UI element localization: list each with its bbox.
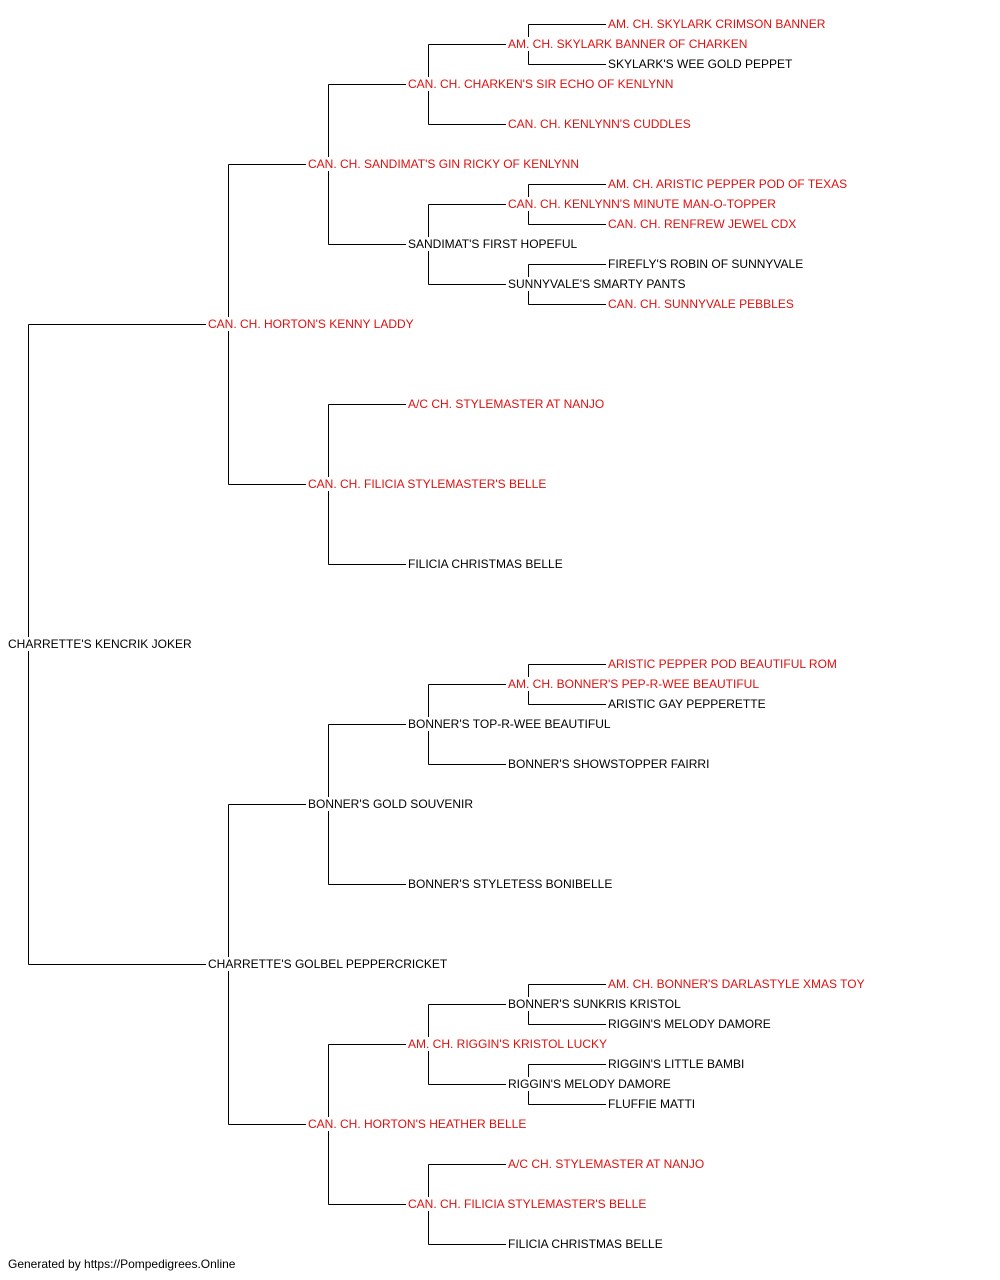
ancestor-name: CAN. CH. SANDIMAT'S GIN RICKY OF KENLYNN xyxy=(306,157,581,171)
ancestor-name: BONNER'S SHOWSTOPPER FAIRRI xyxy=(506,757,712,771)
ancestor-name: AM. CH. SKYLARK CRIMSON BANNER xyxy=(606,17,828,31)
ancestor-name: CAN. CH. KENLYNN'S MINUTE MAN-O-TOPPER xyxy=(506,197,778,211)
ancestor-name: SANDIMAT'S FIRST HOPEFUL xyxy=(406,237,580,251)
ancestor-name: CAN. CH. HORTON'S KENNY LADDY xyxy=(206,317,416,331)
ancestor-name: SUNNYVALE'S SMARTY PANTS xyxy=(506,277,688,291)
ancestor-name: BONNER'S STYLETESS BONIBELLE xyxy=(406,877,615,891)
ancestor-name: AM. CH. RIGGIN'S KRISTOL LUCKY xyxy=(406,1037,609,1051)
ancestor-name: AM. CH. ARISTIC PEPPER POD OF TEXAS xyxy=(606,177,850,191)
ancestor-name: RIGGIN'S MELODY DAMORE xyxy=(506,1077,673,1091)
ancestor-name: CAN. CH. FILICIA STYLEMASTER'S BELLE xyxy=(406,1197,649,1211)
ancestor-name: ARISTIC PEPPER POD BEAUTIFUL ROM xyxy=(606,657,839,671)
ancestor-name: BONNER'S GOLD SOUVENIR xyxy=(306,797,475,811)
ancestor-name: BONNER'S SUNKRIS KRISTOL xyxy=(506,997,683,1011)
ancestor-name: AM. CH. SKYLARK BANNER OF CHARKEN xyxy=(506,37,750,51)
ancestor-name: RIGGIN'S LITTLE BAMBI xyxy=(606,1057,747,1071)
ancestor-name: FILICIA CHRISTMAS BELLE xyxy=(506,1237,665,1251)
ancestor-name: SKYLARK'S WEE GOLD PEPPET xyxy=(606,57,795,71)
ancestor-name: A/C CH. STYLEMASTER AT NANJO xyxy=(506,1157,707,1171)
ancestor-name: FILICIA CHRISTMAS BELLE xyxy=(406,557,565,571)
ancestor-name: BONNER'S TOP-R-WEE BEAUTIFUL xyxy=(406,717,613,731)
ancestor-name: AM. CH. BONNER'S PEP-R-WEE BEAUTIFUL xyxy=(506,677,761,691)
ancestor-name: ARISTIC GAY PEPPERETTE xyxy=(606,697,768,711)
ancestor-name: FIREFLY'S ROBIN OF SUNNYVALE xyxy=(606,257,806,271)
subject-dog-name: CHARRETTE'S KENCRIK JOKER xyxy=(6,637,194,651)
ancestor-name: CAN. CH. HORTON'S HEATHER BELLE xyxy=(306,1117,529,1131)
ancestor-name: CHARRETTE'S GOLBEL PEPPERCRICKET xyxy=(206,957,450,971)
ancestor-name: AM. CH. BONNER'S DARLASTYLE XMAS TOY xyxy=(606,977,867,991)
ancestor-name: CAN. CH. FILICIA STYLEMASTER'S BELLE xyxy=(306,477,549,491)
ancestor-name: CAN. CH. RENFREW JEWEL CDX xyxy=(606,217,799,231)
ancestor-name: CAN. CH. KENLYNN'S CUDDLES xyxy=(506,117,693,131)
ancestor-name: CAN. CH. SUNNYVALE PEBBLES xyxy=(606,297,796,311)
ancestor-name: FLUFFIE MATTI xyxy=(606,1097,698,1111)
ancestor-name: CAN. CH. CHARKEN'S SIR ECHO OF KENLYNN xyxy=(406,77,676,91)
ancestor-name: A/C CH. STYLEMASTER AT NANJO xyxy=(406,397,607,411)
generated-by-footer: Generated by https://Pompedigrees.Online xyxy=(8,1257,236,1271)
ancestor-name: RIGGIN'S MELODY DAMORE xyxy=(606,1017,773,1031)
